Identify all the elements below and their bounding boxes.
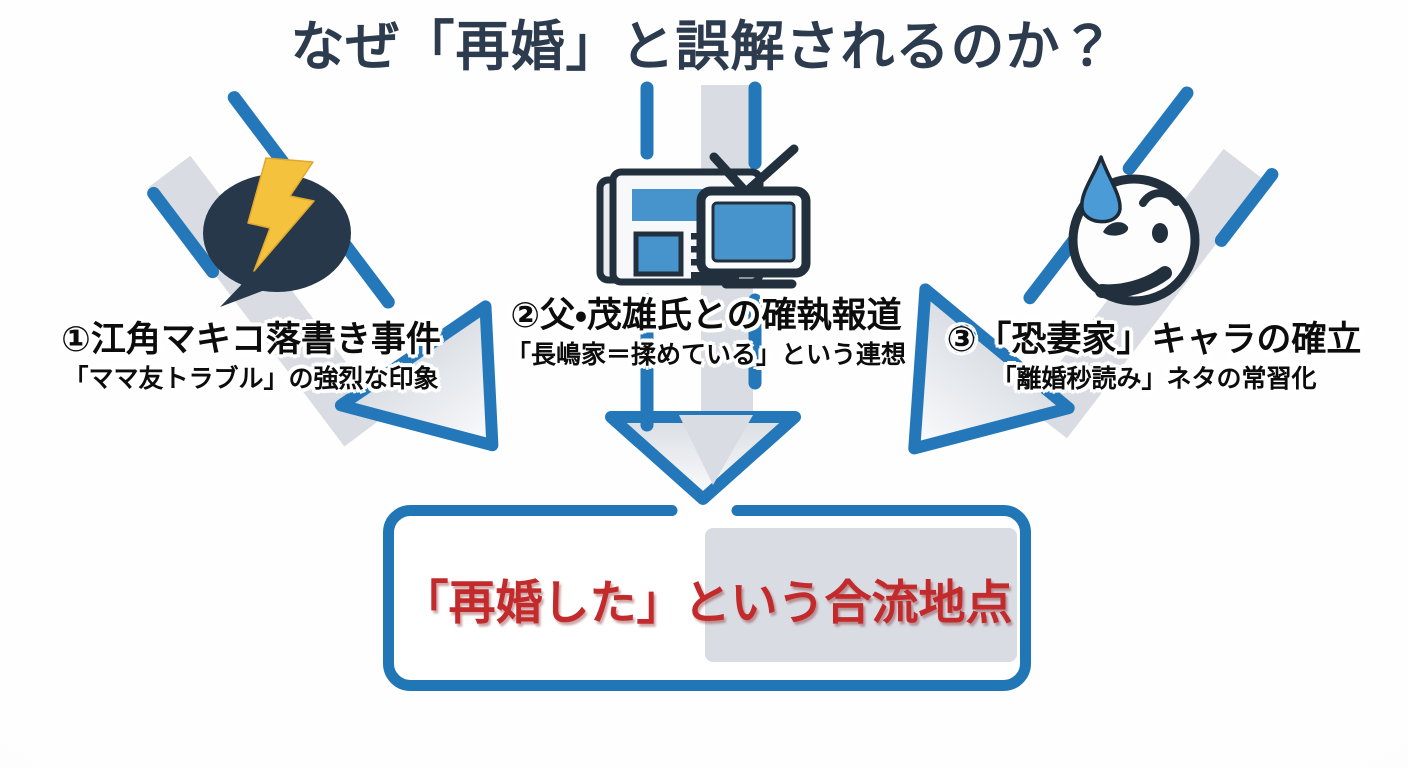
arrow-center xyxy=(605,81,801,505)
cause-1-subtitle: 「ママ友トラブル」の強烈な印象 xyxy=(63,365,439,394)
cause-3-subtitle: 「離婚秒読み」ネタの常習化 xyxy=(991,365,1317,394)
cause-2-heading: ②父・茂雄氏との確執報道 xyxy=(510,296,902,335)
cause-block-2: ②父・茂雄氏との確執報道 「長嶋家＝揉めている」という連想 xyxy=(506,296,906,370)
cause-2-subtitle: 「長嶋家＝揉めている」という連想 xyxy=(505,341,907,370)
page-title: なぜ「再婚」と誤解されるのか？ xyxy=(290,17,1116,77)
speech-bubble-lightning-icon xyxy=(203,157,351,307)
conclusion-box-shade-panel xyxy=(705,528,1017,662)
cause-block-3: ③「恐妻家」キャラの確立 「離婚秒読み」ネタの常習化 xyxy=(947,320,1362,394)
conclusion-label: 「再婚した」という合流地点 xyxy=(401,575,1013,629)
arrow-right xyxy=(908,86,1279,455)
cause-3-heading: ③「恐妻家」キャラの確立 xyxy=(946,320,1362,359)
worried-face-sweat-icon xyxy=(1068,155,1200,306)
cause-block-1: ①江角マキコ落書き事件 「ママ友トラブル」の強烈な印象 xyxy=(61,320,441,394)
cause-1-heading: ①江角マキコ落書き事件 xyxy=(61,320,441,359)
conclusion-box xyxy=(383,505,1031,691)
arrow-left xyxy=(147,91,499,452)
newspaper-tv-icon xyxy=(596,144,811,289)
